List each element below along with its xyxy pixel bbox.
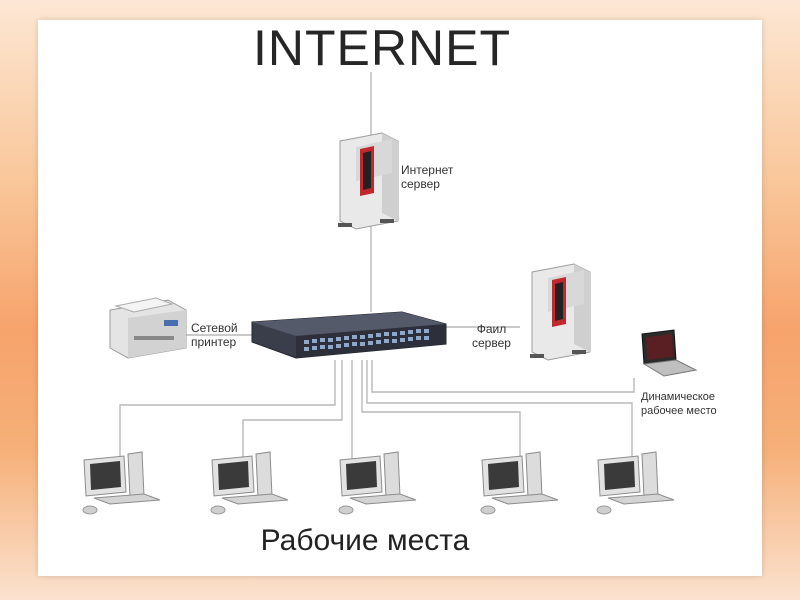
diagram-frame bbox=[38, 20, 762, 576]
file-server-label-line1: Фаил bbox=[476, 322, 507, 336]
file-server-label: Фаил сервер bbox=[472, 322, 511, 350]
line-ws-2 bbox=[242, 360, 343, 460]
internet-server-label-line2: сервер bbox=[401, 177, 440, 191]
workstation-icon-5 bbox=[596, 451, 675, 515]
printer-label: Сетевой принтер bbox=[191, 321, 238, 349]
laptop-icon bbox=[641, 329, 698, 377]
connection-lines bbox=[119, 72, 635, 460]
line-switch-to-laptop bbox=[371, 360, 635, 393]
printer-label-line2: принтер bbox=[191, 335, 237, 349]
dynamic-workplace-label: Динамическое рабочее место bbox=[641, 390, 717, 418]
network-printer-icon bbox=[109, 297, 187, 359]
workstation-icon-2 bbox=[210, 451, 289, 515]
diagram-title: INTERNET bbox=[253, 20, 511, 76]
file-server-icon bbox=[530, 263, 591, 361]
workstation-icon-4 bbox=[480, 451, 559, 515]
dynamic-workplace-label-line1: Динамическое bbox=[641, 391, 716, 403]
network-switch-icon bbox=[251, 311, 447, 359]
dynamic-workplace-label-line2: рабочее место bbox=[641, 405, 717, 417]
line-ws-1 bbox=[119, 360, 336, 460]
line-ws-4 bbox=[361, 360, 521, 460]
printer-label-line1: Сетевой bbox=[191, 321, 238, 335]
workstations-caption: Рабочие места bbox=[260, 524, 470, 557]
workstation-icon-1 bbox=[82, 451, 161, 515]
file-server-label-line2: сервер bbox=[472, 336, 511, 350]
internet-server-icon bbox=[338, 132, 399, 230]
workstation-icon-3 bbox=[338, 451, 417, 515]
line-ws-5 bbox=[366, 360, 633, 458]
internet-server-label: Интернет сервер bbox=[401, 163, 453, 191]
internet-server-label-line1: Интернет bbox=[401, 163, 454, 177]
